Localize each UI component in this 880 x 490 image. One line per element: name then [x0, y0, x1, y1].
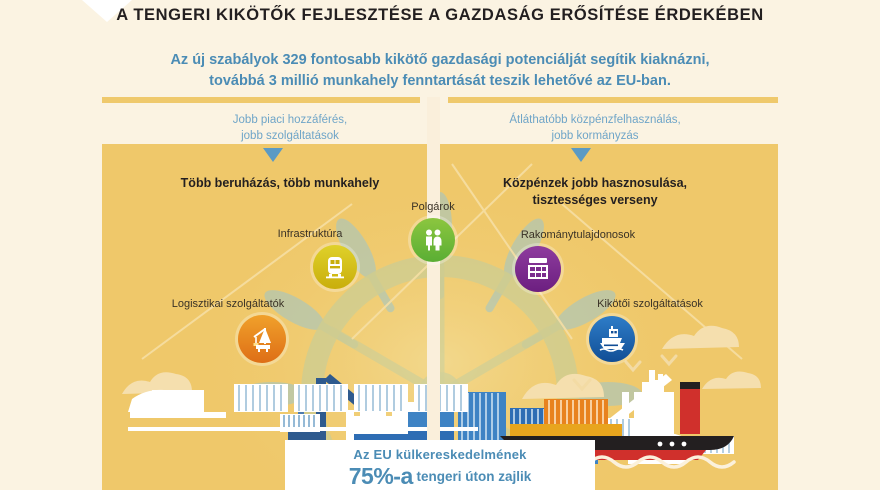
panel-heading-left-line-1: Több beruházás, több munkahely	[180, 176, 380, 190]
panel-heading-right-line-1: Közpénzek jobb hasznosulása,	[502, 176, 688, 190]
train-icon-glyph	[326, 257, 344, 279]
panel-heading-right: Közpénzek jobb hasznosulása, tisztessége…	[450, 175, 740, 209]
crane-icon-glyph	[253, 328, 271, 352]
caption-right-line-1: Átláthatóbb közpénzfelhasználás,	[509, 114, 681, 126]
top-notch-decoration	[82, 0, 132, 22]
caption-left-line-2: jobb szolgáltatások	[241, 130, 339, 142]
subtitle-line-2: továbbá 3 millió munkahely fenntartását …	[209, 73, 671, 89]
warehouse-icon[interactable]	[515, 246, 561, 292]
tugboat-icon[interactable]	[589, 316, 635, 362]
train-icon[interactable]	[313, 245, 357, 289]
people-icon[interactable]	[411, 218, 455, 262]
page-subtitle: Az új szabályok 329 fontosabb kikötő gaz…	[0, 50, 880, 92]
crane-icon[interactable]	[238, 315, 286, 363]
node-logistics-label: Logisztikai szolgáltatók	[171, 298, 285, 310]
freight-train	[128, 384, 478, 431]
node-citizens-label: Polgárok	[411, 201, 455, 213]
bottom-caption-line-2: 75%-a tengeri úton zajlik	[285, 463, 595, 490]
people-icon-glyph	[426, 229, 442, 251]
page-title: A TENGERI KIKÖTŐK FEJLESZTÉSE A GAZDASÁG…	[116, 6, 764, 24]
node-infrastructure-label: Infrastruktúra	[277, 228, 343, 240]
node-port-services-label: Kikötői szolgáltatások	[597, 298, 703, 310]
bottom-caption-rest: tengeri úton zajlik	[412, 469, 532, 484]
divider-bar-left	[102, 97, 420, 103]
birds	[572, 354, 678, 392]
divider-bar-right	[448, 97, 778, 103]
caption-right: Átláthatóbb közpénzfelhasználás, jobb ko…	[450, 112, 740, 144]
node-cargo-owners-label: Rakománytulajdonosok	[520, 229, 636, 241]
caption-left-line-1: Jobb piaci hozzáférés,	[232, 114, 348, 126]
arrow-down-left-icon	[263, 148, 283, 162]
illustration-panel	[102, 144, 778, 490]
subtitle-line-1: Az új szabályok 329 fontosabb kikötő gaz…	[170, 52, 710, 68]
arrow-down-right-icon	[571, 148, 591, 162]
panel-heading-right-line-2: tisztességes verseny	[532, 193, 658, 207]
tugboat-icon-glyph	[599, 326, 625, 352]
center-column-stripe	[427, 97, 440, 490]
caption-left: Jobb piaci hozzáférés, jobb szolgáltatás…	[160, 112, 420, 144]
caption-right-line-2: jobb kormányzás	[551, 130, 639, 142]
panel-heading-left: Több beruházás, több munkahely	[150, 175, 410, 192]
warehouse-icon-glyph	[528, 258, 548, 279]
bottom-caption-line-1: Az EU külkereskedelmének	[353, 447, 527, 462]
bottom-caption-percent: 75%-a	[348, 463, 413, 489]
bottom-caption-box: Az EU külkereskedelmének 75%-a tengeri ú…	[285, 440, 595, 490]
clouds	[122, 325, 761, 399]
